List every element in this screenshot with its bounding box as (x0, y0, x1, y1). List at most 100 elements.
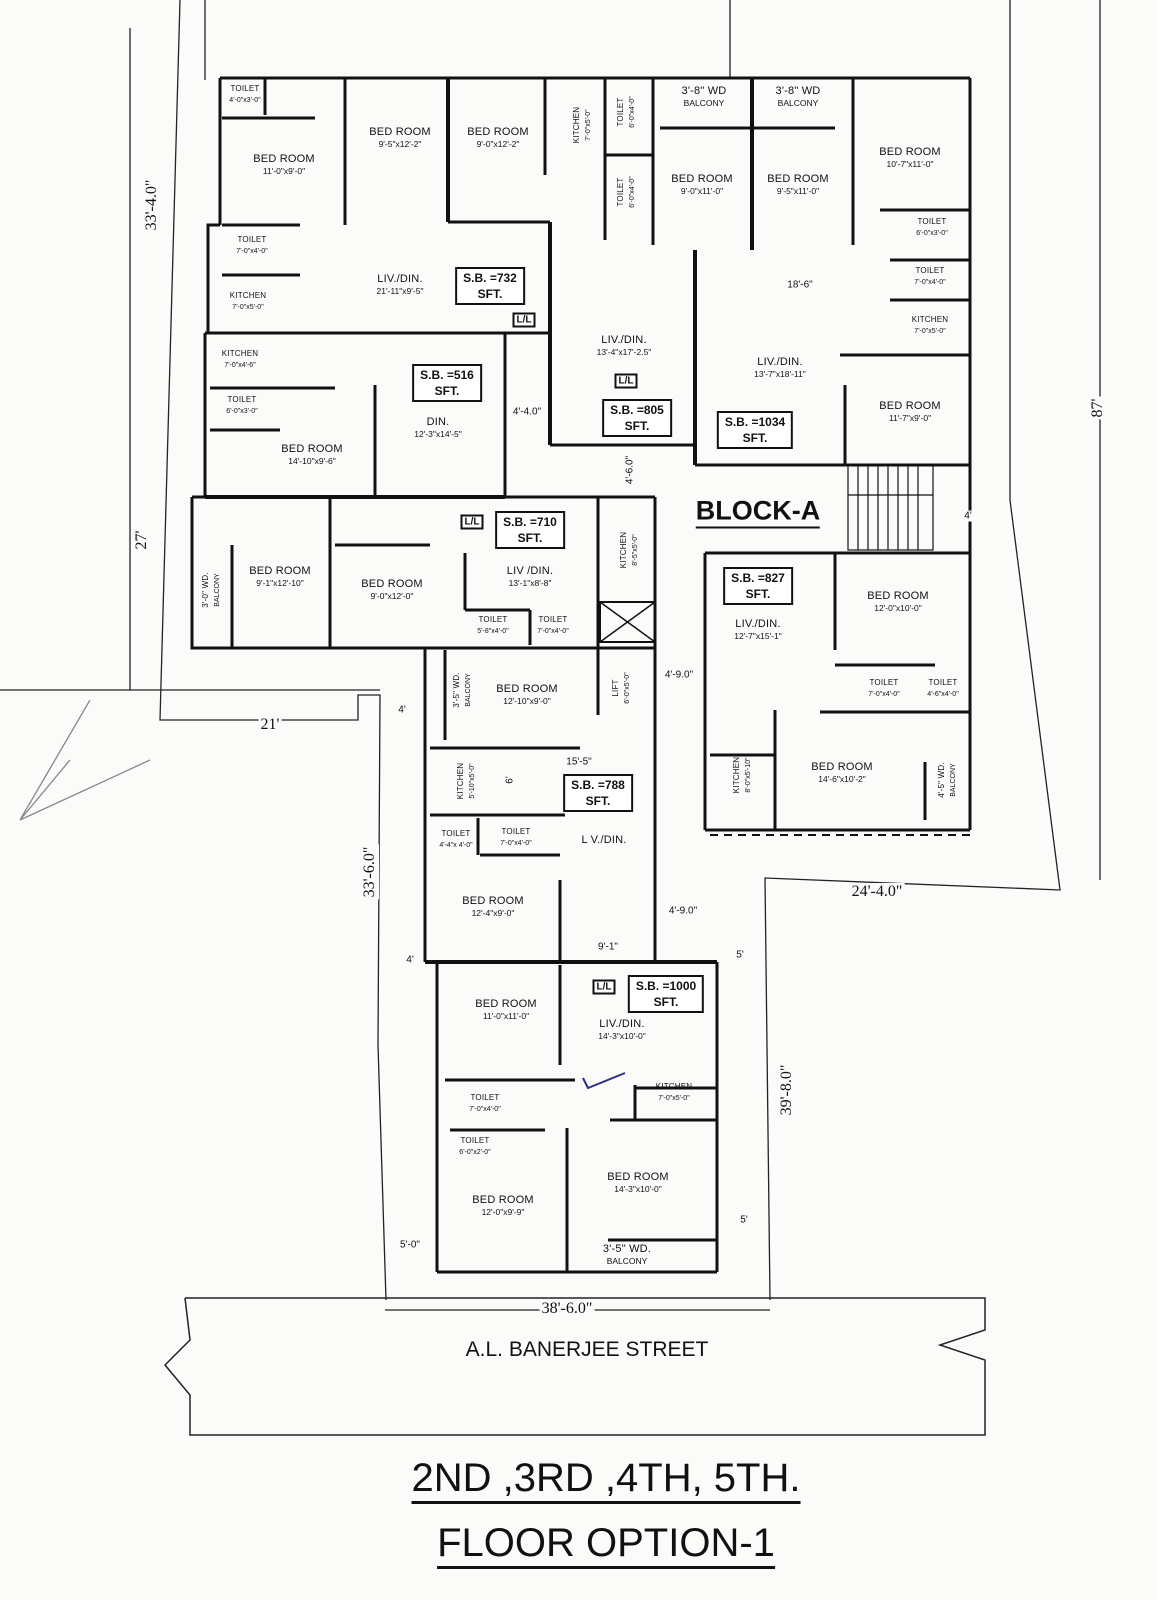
room-name: KITCHEN (619, 531, 628, 569)
room-name: DIN. (426, 416, 450, 428)
dimension-label: 5'-0" (398, 1239, 422, 1251)
room-size: 12'-4"x9'-0" (471, 908, 515, 918)
lift-lobby-tag: L/L (614, 373, 638, 389)
room-name: BED ROOM (496, 683, 558, 695)
room-label: L V./DIN. (581, 834, 626, 846)
room-size: 7'-0"x5'-0" (658, 1095, 690, 1102)
room-size: BALCONY (950, 763, 957, 797)
room-name: BED ROOM (671, 173, 733, 185)
room-name: TOILET (460, 1136, 490, 1145)
area-unit: SFT. (653, 995, 679, 1009)
room-name: KITCHEN (221, 349, 259, 358)
room-size: 6'-0"x3'-0" (916, 230, 948, 237)
room-name: BED ROOM (475, 998, 537, 1010)
lift-lobby-tag: L/L (592, 979, 616, 995)
dimension-label: 4' (396, 704, 408, 716)
room-name: TOILET (538, 615, 568, 624)
dimension-label: 18'-6" (785, 279, 815, 291)
area-value: S.B. =788 (571, 778, 625, 792)
room-size: 6'-0"x4'-0" (629, 176, 636, 208)
room-name: BED ROOM (811, 761, 873, 773)
room-name: TOILET (441, 829, 471, 838)
room-size: 6'-0"x2'-0" (459, 1149, 491, 1156)
area-value: S.B. =710 (503, 515, 557, 529)
area-unit: SFT. (434, 384, 460, 398)
area-value: S.B. =827 (731, 571, 785, 585)
room-label: TOILET 6'-0"x4'-0" (615, 176, 639, 207)
dimension-label: 9'-1" (596, 941, 620, 953)
room-label: KITCHEN 7'-0"x4'-6" (222, 348, 259, 372)
room-name: KITCHEN (732, 756, 741, 794)
room-size: 9'-5"x12'-2" (378, 139, 422, 149)
room-name: KITCHEN (572, 106, 581, 144)
staircase (847, 464, 934, 551)
room-name: KITCHEN (229, 291, 267, 300)
dimension-label: 15'-5" (564, 756, 594, 768)
dimension-label: 4' (404, 954, 416, 966)
room-size: 12'-10"x9'-0" (503, 696, 551, 706)
room-name: BED ROOM (253, 153, 315, 165)
room-label: KITCHEN 7'-0"x5'-0" (656, 1081, 693, 1105)
room-size: 8'-5"x5'-0" (632, 534, 639, 566)
room-name: KITCHEN (655, 1082, 693, 1091)
room-name: 4'-5" WD. (937, 762, 946, 798)
dimension-label: 39'-8.0" (778, 1062, 796, 1118)
room-name: TOILET (227, 395, 257, 404)
room-name: BED ROOM (249, 565, 311, 577)
room-name: BED ROOM (879, 400, 941, 412)
room-label: LIV./DIN.14'-3"x10'-0" (598, 1018, 646, 1042)
room-size: 13'-7"x18'-11" (754, 369, 806, 379)
room-size: 7'-0"x5'-0" (914, 328, 946, 335)
dimension-label: 4'-9.0" (666, 905, 700, 917)
room-size: 5'-10"x5'-0" (469, 763, 476, 799)
room-size: 7'-0"x4'-6" (224, 362, 256, 369)
room-name: 3'-5" WD. (602, 1243, 652, 1255)
room-name: LIV./DIN. (377, 273, 423, 285)
dimension-label: 4'-9.0" (662, 669, 696, 681)
dimension-label: 5' (734, 949, 746, 961)
room-label: KITCHEN 8'-5"x5'-0" (618, 532, 642, 569)
area-value: S.B. =516 (420, 368, 474, 382)
room-name: TOILET (869, 678, 899, 687)
dimension-label: 4'-4.0" (510, 406, 544, 418)
walls (190, 76, 972, 1274)
room-label: LIV./DIN.13'-7"x18'-11" (754, 356, 806, 380)
room-label: 4'-5" WD. BALCONY (936, 762, 960, 798)
room-name: TOILET (616, 97, 625, 127)
room-name: TOILET (616, 177, 625, 207)
room-name: TOILET (470, 1093, 500, 1102)
street-outline (163, 1297, 986, 1436)
room-label: 3'-5" WD.BALCONY (451, 672, 475, 708)
dimension-label: 27' (133, 528, 151, 552)
room-size: 7'-0"x5'-0" (232, 304, 264, 311)
room-label: TOILET 6'-0"x2'-0" (459, 1135, 490, 1159)
room-label: 3'-5" WD.BALCONY (603, 1243, 651, 1267)
room-size: BALCONY (683, 98, 725, 108)
lift-lobby-tag: L/L (512, 312, 536, 328)
room-size: 5'-8"x4'-0" (477, 628, 509, 635)
area-unit: SFT. (742, 431, 768, 445)
dimension-label: 33'-4.0" (143, 177, 161, 233)
area-value: S.B. =1000 (635, 979, 697, 993)
room-size: 9'-1"x12'-10" (256, 578, 304, 588)
dimension-label: 33'-6.0" (361, 844, 379, 900)
